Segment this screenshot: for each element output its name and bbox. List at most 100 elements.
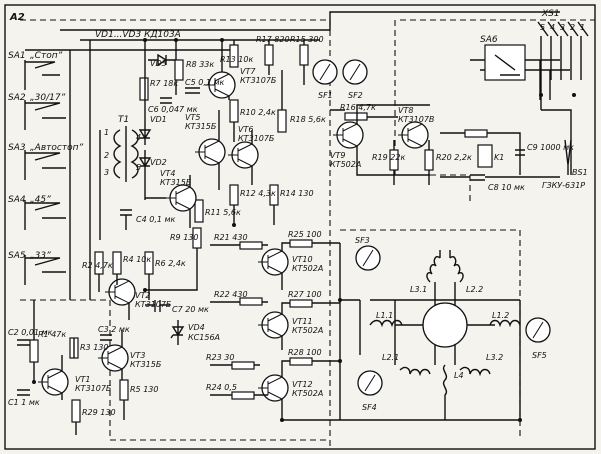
vt12-leads [258, 376, 283, 400]
l1-2-label: L1.2 [492, 311, 509, 320]
vt12-type: КТ502А [292, 389, 323, 398]
connector-xs1 [537, 21, 589, 175]
vt7-leads [205, 73, 230, 97]
xs1-label: XS1 [541, 9, 560, 19]
r27-label: R27 100 [288, 290, 322, 299]
r11-label: R11 5,6к [205, 208, 241, 217]
vt10-ref: VT10 [292, 255, 313, 264]
sa2-name: „30/17” [30, 93, 66, 103]
t1-label: T1 [118, 115, 129, 125]
wire-vt11 [210, 301, 340, 314]
vt10-leads [258, 250, 283, 274]
xs1-pin-4: 4 [550, 23, 555, 32]
r20-label: R20 2,2к [436, 153, 472, 162]
resistor-r5 [119, 379, 129, 401]
bs1-type: ГЗКУ-631Р [542, 181, 585, 190]
vt4-leads [166, 186, 191, 210]
bs1-ref: BS1 [572, 168, 588, 177]
r22-label: R22 430 [214, 290, 248, 299]
diode-vd2 [138, 150, 152, 175]
c4-label: C4 0,1 мк [136, 215, 176, 224]
xs1-pin-3: 3 [560, 23, 565, 32]
resistor-r20 [424, 149, 434, 171]
capacitor-c6 [160, 97, 172, 104]
vt4-ref: VT4 [160, 169, 175, 178]
c9-label: C9 1000 мк [527, 143, 574, 152]
r5-label: R5 130 [130, 385, 158, 394]
r10-label: R10 2,4к [240, 108, 276, 117]
c5-label: C5 0,1 мк [185, 78, 225, 87]
sf4-label: SF4 [362, 403, 377, 412]
wire-vt4 [145, 110, 220, 291]
motor-stator [395, 282, 495, 365]
coil-l1-2 [489, 319, 521, 328]
resistor-r16 [344, 112, 368, 121]
vd3-label: VD3 [150, 59, 167, 68]
c7-label: C7 20 мк [172, 305, 209, 314]
vt2-leads [105, 280, 130, 304]
board-frame [4, 4, 596, 450]
coil-pin-2: 2 [104, 151, 109, 160]
resistor-r8 [174, 59, 184, 81]
l2-1-label: L2.1 [382, 353, 399, 362]
junction-dots [32, 38, 522, 422]
vt1-ref: VT1 [75, 375, 90, 384]
bus-line-1 [60, 11, 560, 31]
vt3-type: КТ315Б [130, 360, 162, 369]
switch-sa1 [24, 60, 60, 90]
vt11-ref: VT11 [292, 317, 313, 326]
capacitor-c7 [145, 300, 170, 312]
resistor-r21 [239, 241, 263, 250]
r2-label: R2 4,7к [82, 261, 113, 270]
zener-vd4 [170, 320, 185, 345]
l3-2-label: L3.2 [486, 353, 503, 362]
l1-1-label: L1.1 [376, 311, 393, 320]
vt3-leads [98, 346, 123, 370]
r4-label: R4 10к [123, 255, 151, 264]
wire-sf [268, 65, 305, 110]
sa1-ref: SA1 [8, 51, 26, 61]
vt7-type: КТ3107Б [240, 76, 277, 85]
c8-label: C8 10 мк [488, 183, 525, 192]
r9-label: R9 130 [170, 233, 198, 242]
coil-pin-3: 3 [104, 168, 109, 177]
vt5-type: КТ315Б [185, 122, 217, 131]
coil-pin-5: 5 [136, 163, 141, 172]
resistor-r10 [229, 99, 239, 123]
vt1-type: КТ3107Б [75, 384, 112, 393]
r15-label: R15 300 [290, 35, 324, 44]
vt8-type: КТ3107В [398, 115, 434, 124]
vd4-type: КС156А [188, 333, 220, 342]
capacitor-c1 [17, 389, 30, 396]
vt9-ref: VT9 [330, 151, 345, 160]
resistor-r17 [264, 44, 274, 66]
vt10-type: КТ502А [292, 264, 323, 273]
sa3-ref: SA3 [8, 143, 26, 153]
r25-label: R25 100 [288, 230, 322, 239]
vt8-ref: VT8 [398, 106, 413, 115]
l4-label: L4 [454, 371, 464, 380]
sa5-name: „33” [30, 251, 51, 261]
resistor-r15 [299, 44, 309, 66]
vt6-leads [228, 143, 253, 167]
r12-label: R12 4,3к [240, 189, 276, 198]
wire-vt12 [210, 360, 340, 396]
xs1-pin-1: 1 [580, 23, 585, 32]
r13-label: R13 10к [220, 55, 253, 64]
dashed-connector-outline [394, 20, 471, 205]
r28-label: R28 100 [288, 348, 322, 357]
sa4-name: „45” [30, 195, 51, 205]
sf1-label: SF1 [318, 91, 333, 100]
vt5-leads [195, 140, 220, 164]
coil-pin-4: 4 [136, 133, 141, 142]
wire-vt10 [210, 242, 340, 251]
resistor-r24 [231, 391, 255, 400]
resistor-r4 [112, 251, 122, 275]
wire-diode-bridge [144, 40, 166, 200]
r16-label: R16 4,7к [340, 103, 376, 112]
wire-motor-feed [339, 243, 360, 420]
capacitor-c9 [515, 140, 525, 160]
r7-label: R7 18к [150, 79, 178, 88]
